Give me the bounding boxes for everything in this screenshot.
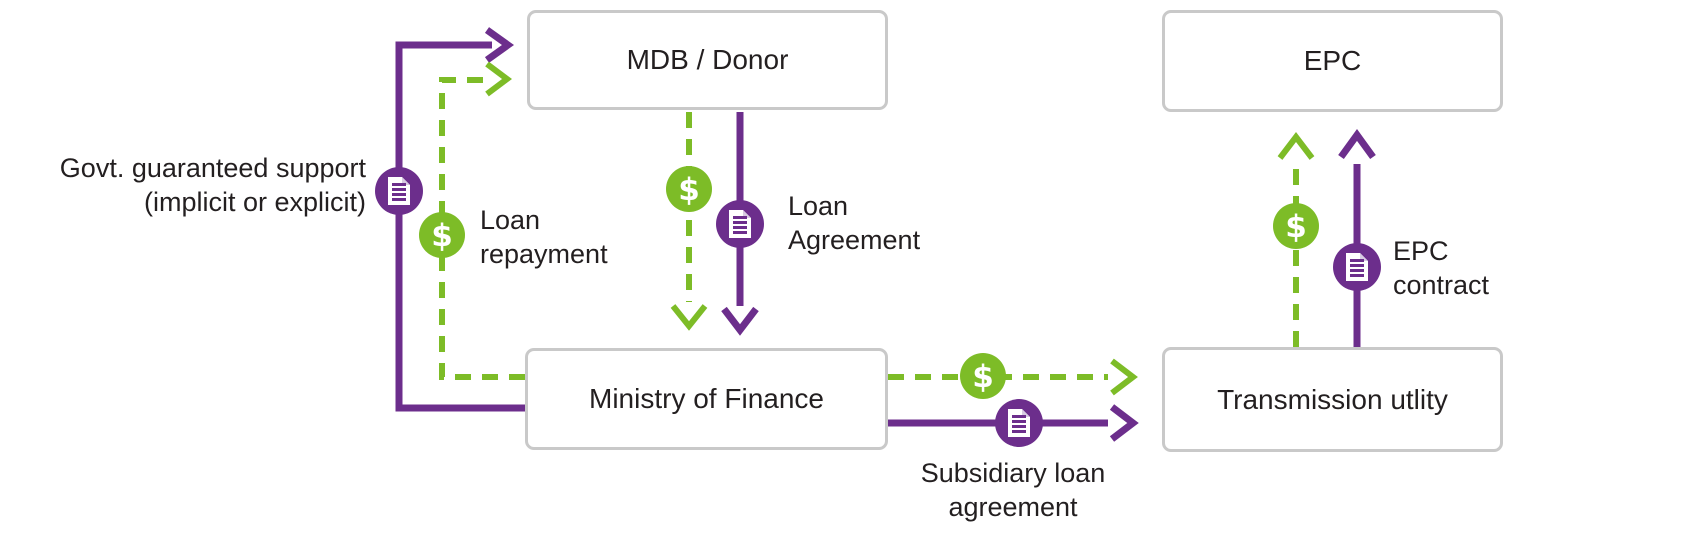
label-line: Loan [480, 205, 541, 235]
arrowhead-right-icon [484, 27, 515, 63]
arrowhead-up-icon [1277, 132, 1315, 160]
arrowhead-right-icon [485, 61, 512, 97]
node-transmission-utility: Transmission utlity [1162, 347, 1503, 452]
document-line [733, 231, 747, 234]
label-line: Agreement [788, 225, 921, 255]
dollar-icon-circle [1273, 203, 1319, 249]
edge-govt-guaranteed-support-line [395, 41, 525, 412]
dollar-icon-glyph: $ [678, 172, 700, 208]
document-icon [716, 200, 764, 248]
dollar-icon-circle [419, 212, 465, 258]
arrowhead-right-icon [1109, 404, 1139, 442]
document-line [733, 216, 747, 219]
arrowhead-up-icon [1338, 129, 1376, 160]
label-line: (implicit or explicit) [143, 187, 366, 217]
node-epc-label: EPC [1303, 45, 1362, 76]
document-line [392, 188, 406, 191]
arrowhead-down-icon [721, 306, 759, 336]
dollar-icon-glyph: $ [1285, 209, 1307, 245]
label-line: contract [1393, 270, 1490, 300]
dollar-icon: $ [960, 353, 1006, 399]
document-line [1350, 269, 1364, 272]
node-mdb-donor-label: MDB / Donor [626, 44, 789, 75]
label-loan-repayment: Loan repayment [480, 203, 608, 271]
dollar-icon-circle [666, 166, 712, 212]
dollar-icon: $ [666, 166, 712, 212]
document-line [1350, 274, 1364, 277]
document-icon [995, 399, 1043, 447]
node-ministry-of-finance-label: Ministry of Finance [589, 383, 824, 414]
document-line [733, 221, 747, 224]
document-icon [1333, 243, 1381, 291]
label-line: Subsidiary loan [920, 458, 1106, 488]
label-subsidiary-loan-agreement: Subsidiary loan agreement [853, 456, 1173, 524]
document-line [1012, 420, 1026, 423]
document-line [392, 193, 406, 196]
dollar-icon-circle [960, 353, 1006, 399]
node-mdb-donor: MDB / Donor [527, 10, 888, 110]
document-line [392, 198, 406, 201]
label-govt-guaranteed-support: Govt. guaranteed support (implicit or ex… [20, 151, 366, 219]
node-epc: EPC [1162, 10, 1503, 112]
document-line [1012, 430, 1026, 433]
dollar-icon-glyph: $ [431, 218, 453, 254]
document-line [733, 226, 747, 229]
document-line [1350, 259, 1364, 262]
node-transmission-utility-label: Transmission utlity [1217, 383, 1448, 415]
label-epc-contract: EPC contract [1393, 234, 1489, 302]
document-line [392, 183, 406, 186]
label-line: repayment [480, 239, 608, 269]
document-line [1012, 415, 1026, 418]
document-icon [375, 167, 423, 215]
document-line [1350, 264, 1364, 267]
dollar-icon: $ [1273, 203, 1319, 249]
label-line: Loan [788, 191, 849, 221]
node-ministry-of-finance: Ministry of Finance [525, 348, 888, 450]
dollar-icon-glyph: $ [972, 359, 994, 395]
label-loan-agreement: Loan Agreement [788, 189, 920, 257]
label-line: agreement [948, 492, 1078, 522]
label-line: Govt. guaranteed support [59, 153, 366, 183]
arrowhead-down-icon [670, 304, 708, 331]
label-line: EPC [1393, 236, 1449, 266]
arrowhead-right-icon [1110, 358, 1138, 396]
dollar-icon: $ [419, 212, 465, 258]
document-line [1012, 425, 1026, 428]
